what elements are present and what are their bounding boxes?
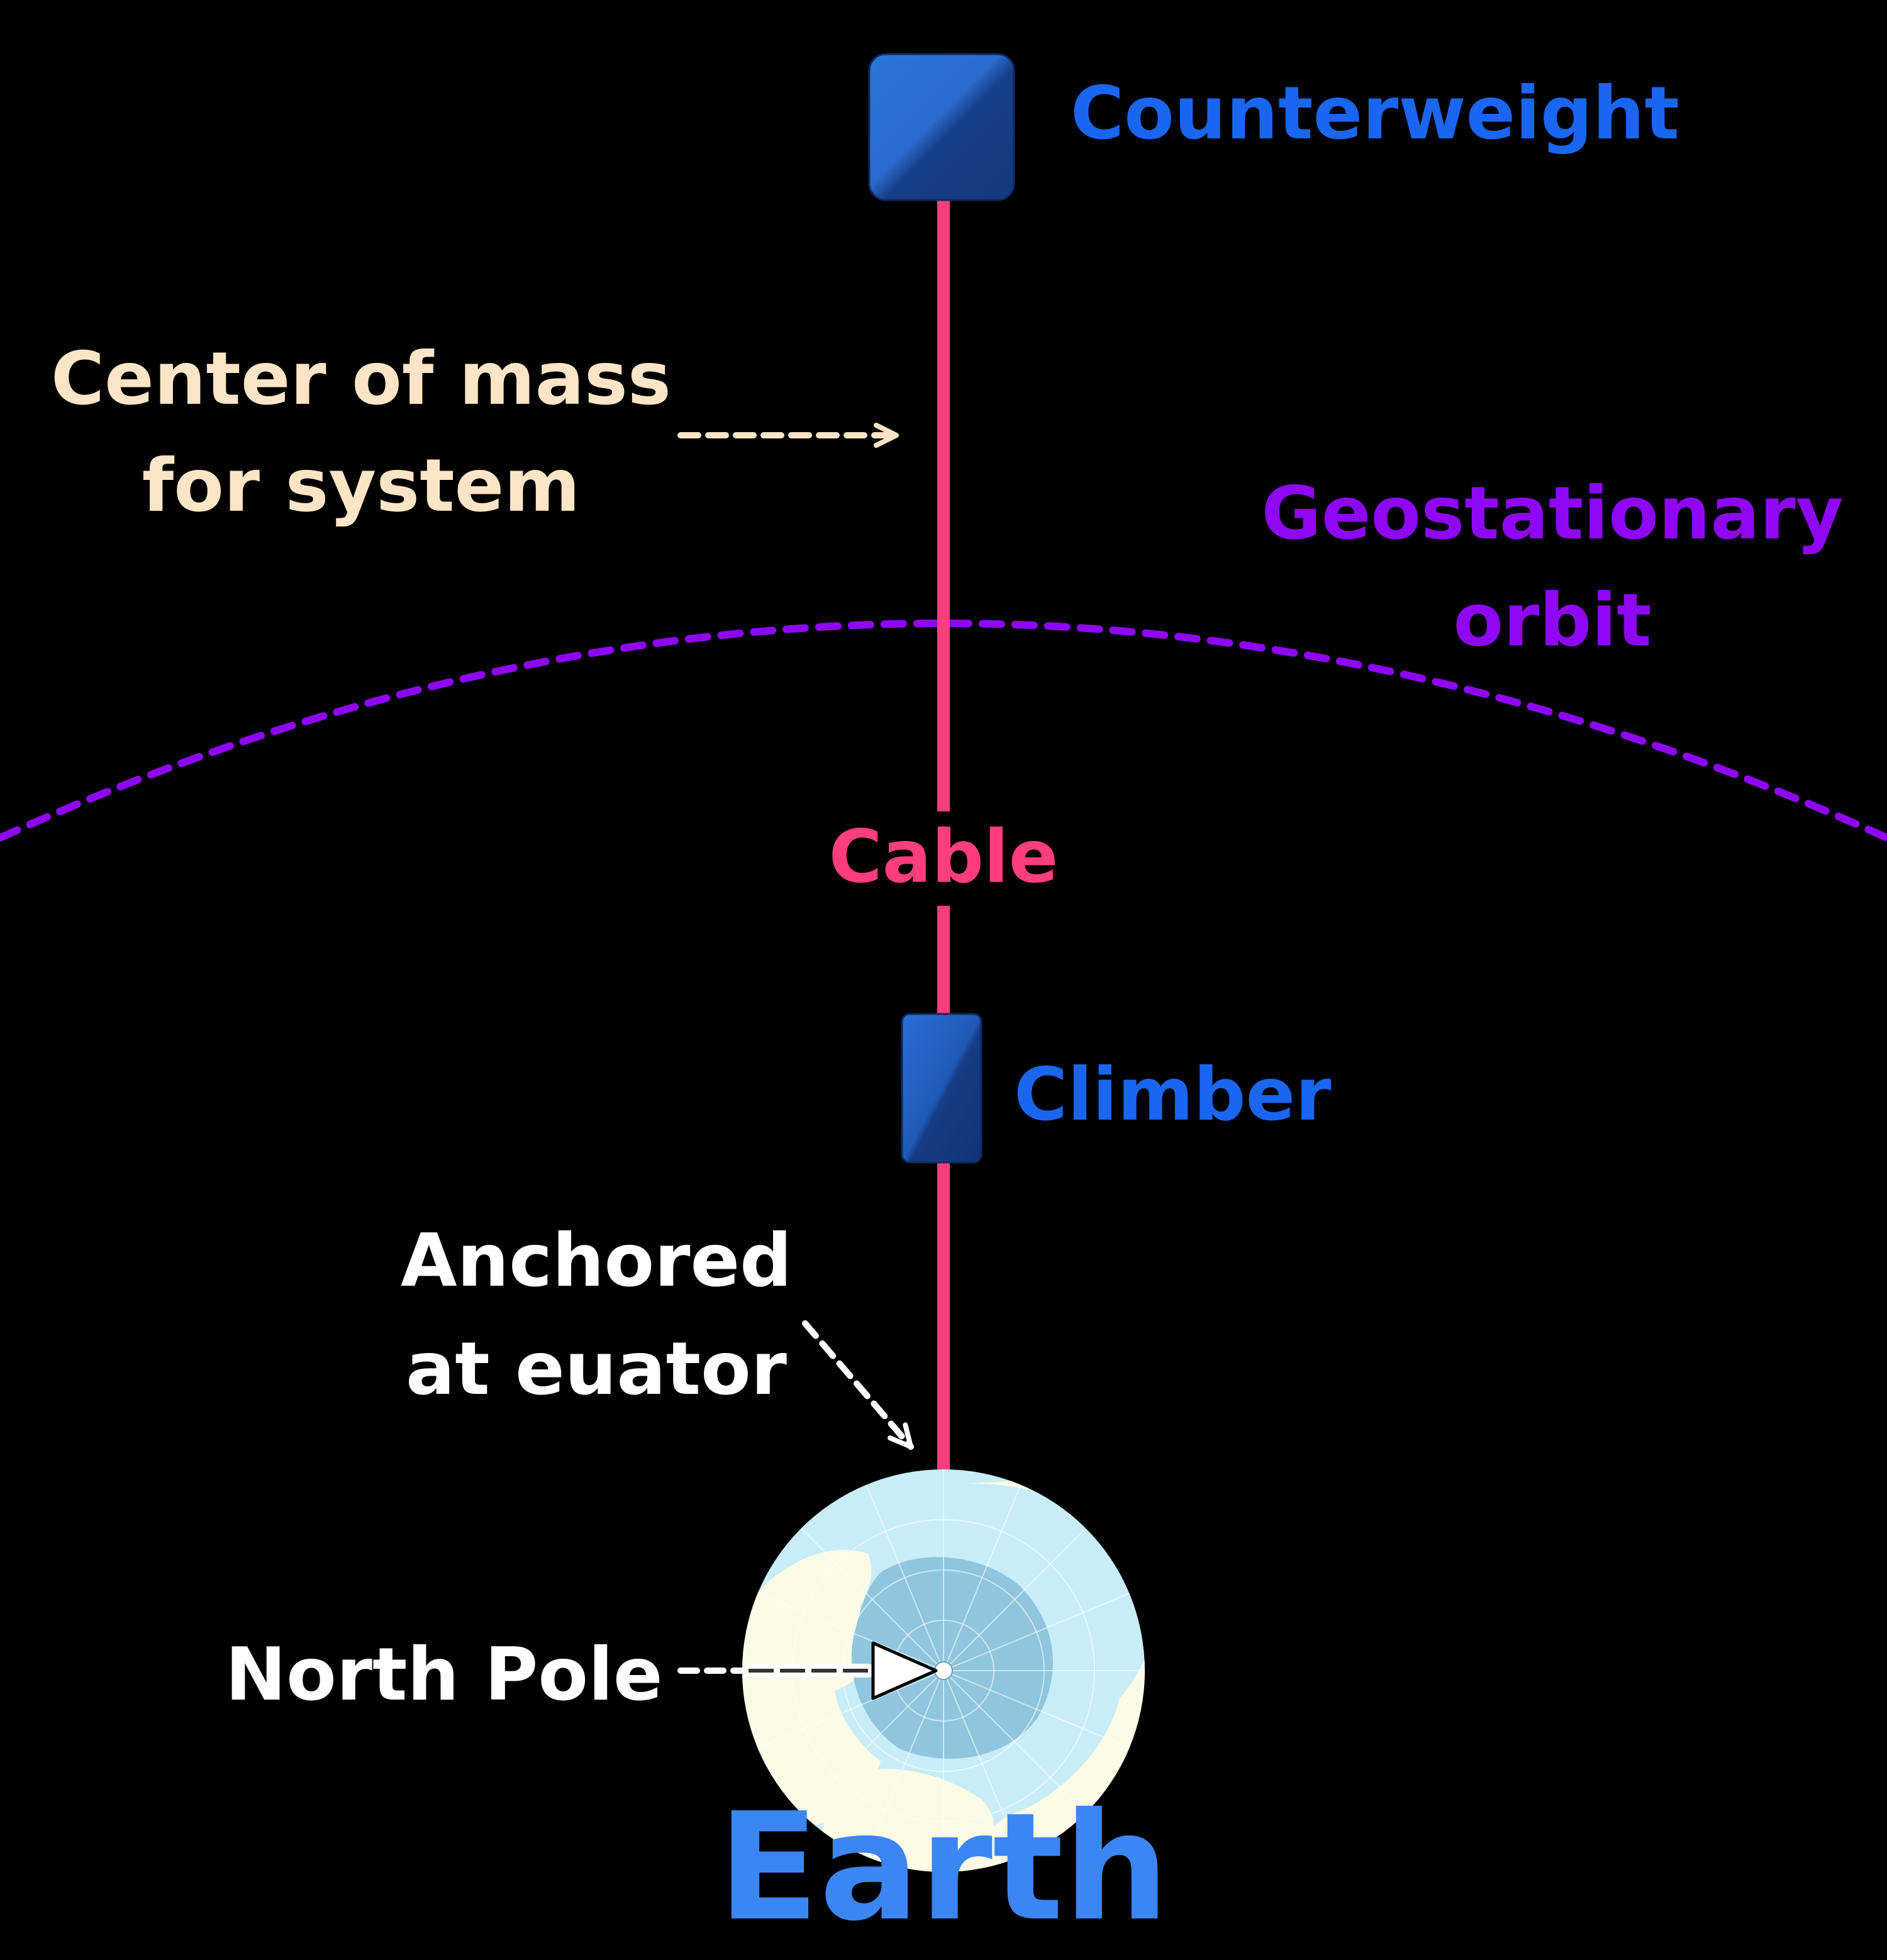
north-pole-label: North Pole — [225, 1632, 663, 1717]
north-pole-arrow — [677, 1641, 938, 1700]
cable-label-group: Cable — [829, 811, 1059, 906]
center-of-mass-label-line2: for system — [142, 443, 580, 528]
land-asia-south — [818, 1769, 994, 1872]
land-eurasia — [944, 1472, 1145, 1872]
earth-globe — [742, 1469, 1145, 1872]
anchored-label-line1: Anchored — [401, 1218, 792, 1303]
center-of-mass-label-line1: Center of mass — [51, 337, 671, 421]
climber-block — [901, 1013, 982, 1164]
anchored-arrow — [802, 1320, 914, 1450]
counterweight-block — [868, 53, 1015, 201]
climber-label: Climber — [1014, 1052, 1331, 1137]
anchored-label-line2: at euator — [406, 1327, 787, 1412]
geostationary-label-line1: Geostationary — [1262, 471, 1844, 556]
geostationary-orbit-arc — [0, 620, 1887, 842]
earth-label: Earth — [718, 1781, 1169, 1954]
counterweight-label: Counterweight — [1071, 71, 1679, 156]
arctic-sea-ice — [851, 1557, 1053, 1759]
cable-label: Cable — [829, 815, 1059, 899]
geostationary-label-line2: orbit — [1453, 578, 1651, 663]
